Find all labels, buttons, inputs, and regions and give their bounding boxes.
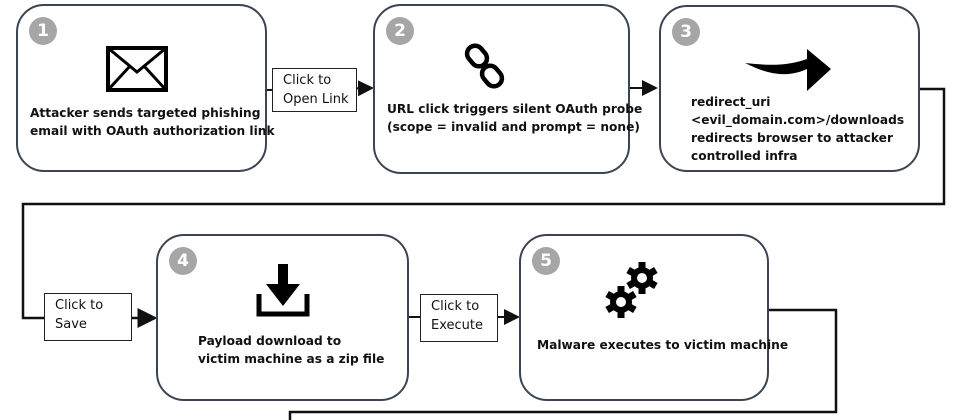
redirect-arrow-icon (745, 49, 831, 91)
step-number-badge: 1 (29, 17, 57, 45)
connector-5-next (288, 308, 838, 420)
connector-label-save: Click to Save (44, 293, 132, 341)
step-5-box: 5 Malware executes to victim machine (519, 234, 788, 401)
connector-label-execute: Click to Execute (420, 294, 498, 342)
step-number-badge: 2 (386, 17, 414, 45)
step-4-text: Payload download to victim machine as a … (198, 334, 385, 366)
step-5-text: Malware executes to victim machine (537, 338, 789, 352)
step-2-text: URL click triggers silent OAuth probe (s… (387, 102, 643, 134)
connector-label-open-link: Click to Open Link (272, 68, 357, 112)
step-number-badge: 5 (532, 247, 560, 275)
step-2-box: 2 URL click triggers silent OAuth probe … (373, 4, 642, 174)
step-3-box: 3 redirect_uri <evil_domain.com>/downloa… (659, 5, 920, 172)
step-number-badge: 4 (169, 247, 197, 275)
gears-icon (605, 262, 658, 318)
envelope-icon (106, 46, 168, 92)
step-number-badge: 3 (672, 18, 700, 46)
chain-link-icon (464, 43, 505, 89)
step-1-box: 1 Attacker sends targeted phishing email… (16, 4, 275, 172)
step-3-text: redirect_uri <evil_domain.com>/downloads… (691, 95, 905, 163)
download-icon (256, 264, 310, 317)
step-1-text: Attacker sends targeted phishing email w… (30, 106, 275, 138)
step-4-box: 4 Payload download to victim machine as … (156, 234, 409, 401)
